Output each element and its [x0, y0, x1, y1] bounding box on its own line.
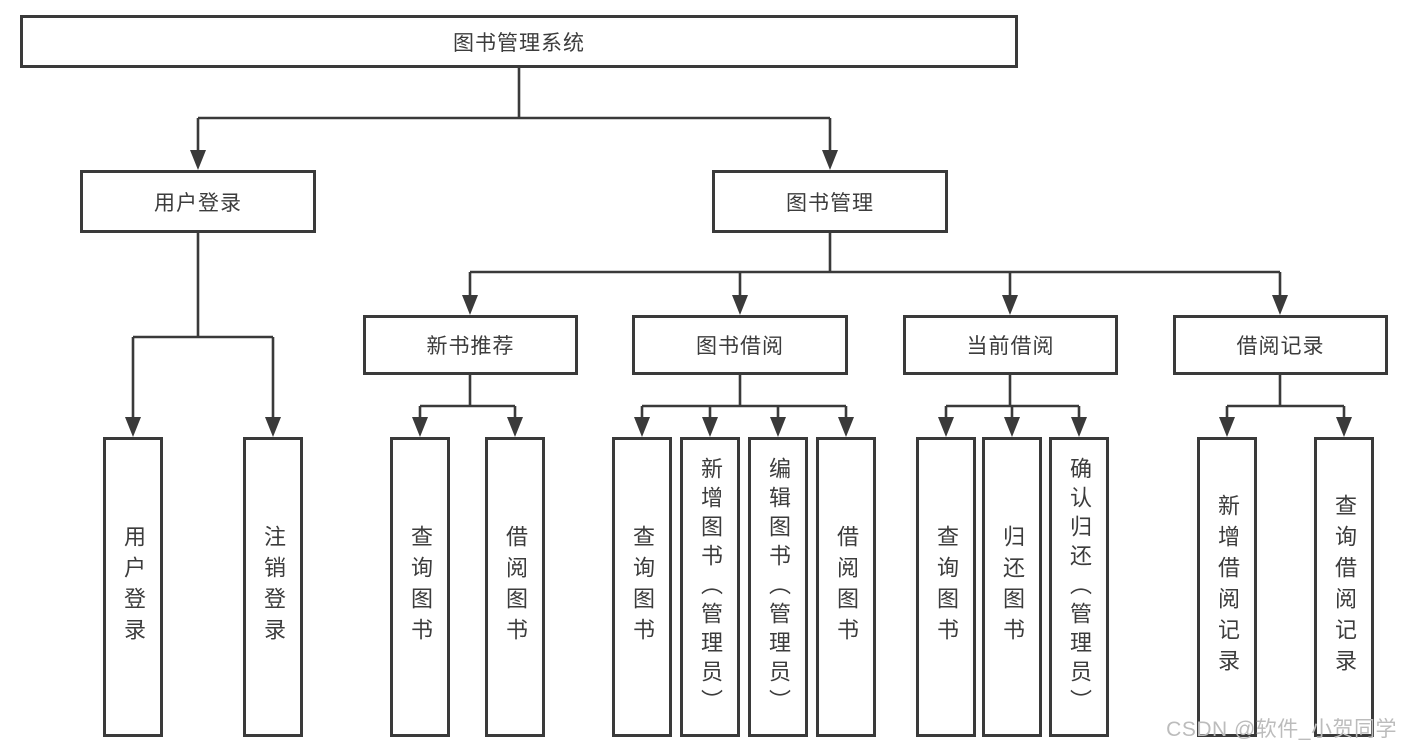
leaf-query-books-recommendation: 查询图书: [390, 437, 450, 737]
node-current-borrowing: 当前借阅: [903, 315, 1118, 375]
leaf-query-books-current: 查询图书: [916, 437, 976, 737]
leaf-edit-books-admin: 编辑图书（管理员）: [748, 437, 808, 737]
leaf-user-login: 用户登录: [103, 437, 163, 737]
node-user-login: 用户登录: [80, 170, 316, 233]
node-borrowing-records: 借阅记录: [1173, 315, 1388, 375]
node-root-library-management-system: 图书管理系统: [20, 15, 1018, 68]
leaf-confirm-return-admin: 确认归还（管理员）: [1049, 437, 1109, 737]
leaf-query-books-borrowing: 查询图书: [612, 437, 672, 737]
leaf-query-borrowing-record: 查询借阅记录: [1314, 437, 1374, 737]
node-new-book-recommendation: 新书推荐: [363, 315, 578, 375]
leaf-borrow-books-borrowing: 借阅图书: [816, 437, 876, 737]
leaf-logout: 注销登录: [243, 437, 303, 737]
arrowhead-icons: [125, 150, 1352, 437]
node-book-borrowing: 图书借阅: [632, 315, 848, 375]
leaf-add-borrowing-record: 新增借阅记录: [1197, 437, 1257, 737]
node-book-management: 图书管理: [712, 170, 948, 233]
leaf-add-books-admin: 新增图书（管理员）: [680, 437, 740, 737]
leaf-borrow-books-recommendation: 借阅图书: [485, 437, 545, 737]
leaf-return-books: 归还图书: [982, 437, 1042, 737]
csdn-watermark: CSDN @软件_小贺同学: [1166, 718, 1397, 741]
